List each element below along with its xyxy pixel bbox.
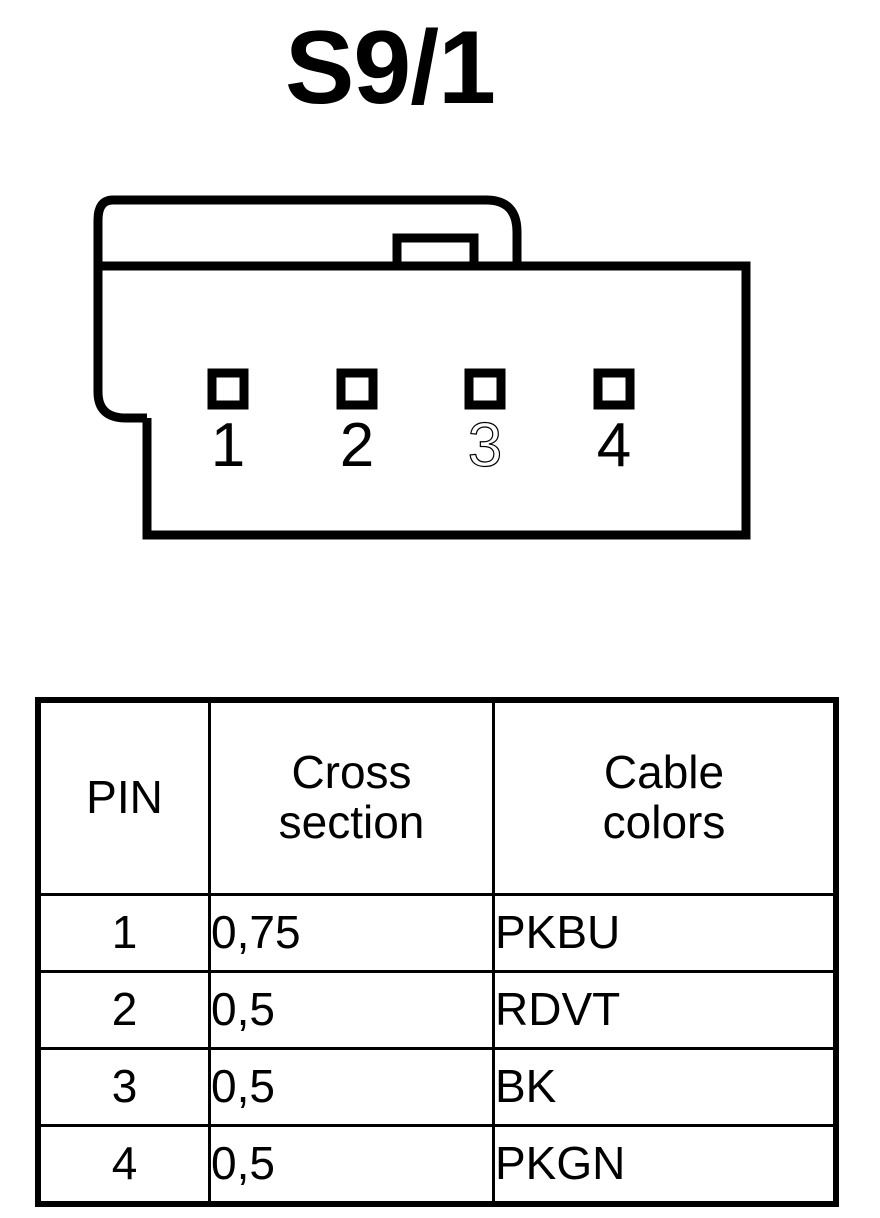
cell-pin: 3 (38, 1047, 211, 1127)
cell-cable-colors: PKGN (492, 1124, 836, 1204)
cell-cross-section: 0,75 (208, 893, 495, 973)
connector-collar-left (93, 195, 147, 423)
cell-cable-colors: PKBU (492, 893, 836, 973)
connector-outline-svg (93, 195, 751, 540)
table-header-row: PIN Cross section Cable colors (38, 700, 836, 896)
pin-number-4: 4 (596, 411, 632, 480)
pin-socket-2 (336, 368, 378, 410)
cell-pin: 4 (38, 1124, 211, 1204)
pin-number-1: 1 (210, 411, 246, 480)
table-row: 2 0,5 RDVT (38, 970, 836, 1050)
pin-number-2: 2 (339, 411, 375, 480)
connector-body (96, 261, 751, 540)
header-cross-section: Cross section (208, 700, 495, 896)
cell-cross-section: 0,5 (208, 1124, 495, 1204)
connector-collar-top (113, 195, 522, 266)
cell-cable-colors: RDVT (492, 970, 836, 1050)
cell-pin: 2 (38, 970, 211, 1050)
table-row: 1 0,75 PKBU (38, 893, 836, 973)
connector-diagram: 1 2 3 4 (0, 170, 880, 570)
pinout-table: PIN Cross section Cable colors 1 0,75 PK… (35, 697, 839, 1207)
header-cross-section-line2: section (278, 796, 425, 848)
table-row: 3 0,5 BK (38, 1047, 836, 1127)
header-cross-section-line1: Cross (291, 746, 412, 799)
cell-cable-colors: BK (492, 1047, 836, 1127)
header-cable-colors-line1: Cable (603, 746, 725, 799)
header-pin: PIN (38, 700, 211, 896)
header-pin-label: PIN (86, 771, 163, 824)
pin-number-3: 3 (467, 411, 503, 480)
cell-cross-section: 0,5 (208, 1047, 495, 1127)
pin-socket-1 (207, 368, 249, 410)
cell-cross-section: 0,5 (208, 970, 495, 1050)
header-cable-colors-line2: colors (602, 796, 726, 848)
latch-notch (392, 233, 479, 266)
cell-pin: 1 (38, 893, 211, 973)
page-title: S9/1 (285, 10, 496, 126)
header-cable-colors: Cable colors (492, 700, 836, 896)
table-row: 4 0,5 PKGN (38, 1124, 836, 1204)
pin-socket-4 (593, 368, 635, 410)
pin-socket-3 (464, 368, 506, 410)
